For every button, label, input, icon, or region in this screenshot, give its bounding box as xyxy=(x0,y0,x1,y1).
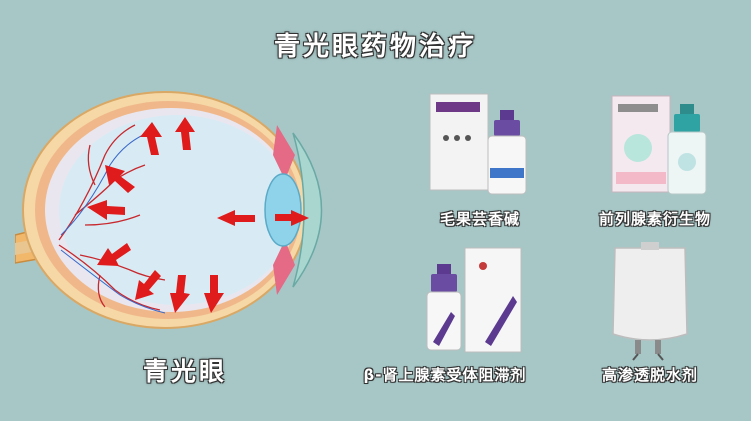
box-stripe xyxy=(436,102,480,112)
pressure-arrow xyxy=(217,210,255,226)
iv-bag xyxy=(612,247,688,341)
box-stripe xyxy=(485,296,517,346)
bottle-cap xyxy=(431,274,457,292)
page-title: 青光眼药物治疗 xyxy=(273,32,477,62)
ciliary-body-bottom xyxy=(273,240,295,295)
pressure-arrow xyxy=(275,210,309,226)
bottle-label xyxy=(490,168,524,178)
pressure-arrow xyxy=(204,275,224,313)
drug-3-label: β-肾上腺素受体阻滞剂 xyxy=(363,366,527,384)
bottle-body xyxy=(487,135,527,195)
box-emblem xyxy=(624,134,652,162)
retinal-veins xyxy=(60,134,166,314)
drug-1-illustration xyxy=(429,93,527,195)
box-logo xyxy=(479,262,487,270)
box-stripe xyxy=(618,104,658,112)
bottle-tip xyxy=(680,104,694,114)
eye-label: 青光眼 xyxy=(142,357,227,386)
lens xyxy=(264,173,302,247)
box-dot xyxy=(443,135,449,141)
bottle-cap xyxy=(494,120,520,136)
pressure-arrow xyxy=(140,122,162,155)
pressure-arrow xyxy=(135,270,161,300)
pressure-arrow xyxy=(170,275,190,313)
ciliary-body-top xyxy=(273,125,295,180)
box-dot xyxy=(465,135,471,141)
iv-tube xyxy=(632,353,639,361)
bottle-body xyxy=(426,291,462,351)
drug-1-label: 毛果芸香碱 xyxy=(439,210,520,228)
drug-3-illustration xyxy=(426,247,522,353)
drug-4-illustration xyxy=(612,242,688,361)
cornea xyxy=(292,132,323,288)
drug-2-illustration xyxy=(611,95,707,195)
pressure-arrow xyxy=(97,243,131,266)
box-band xyxy=(616,172,666,184)
eye-illustration xyxy=(15,91,323,329)
pressure-arrow xyxy=(105,165,135,193)
iv-bag-port xyxy=(655,340,661,354)
bottle-cap xyxy=(674,114,700,132)
iv-tube xyxy=(657,353,664,361)
bottle-tip xyxy=(437,264,451,274)
bottle-label xyxy=(678,153,696,171)
box-dot xyxy=(454,135,460,141)
iv-bag-hanger xyxy=(641,242,659,250)
drug-4-label: 高渗透脱水剂 xyxy=(601,366,698,384)
bottle-label xyxy=(433,312,455,346)
iv-bag-port xyxy=(635,340,641,354)
pressure-arrows xyxy=(87,117,309,313)
pressure-arrow xyxy=(87,200,125,220)
bottle-tip xyxy=(500,110,514,120)
drug-2-label: 前列腺素衍生物 xyxy=(598,210,711,228)
pressure-arrow xyxy=(175,117,195,150)
